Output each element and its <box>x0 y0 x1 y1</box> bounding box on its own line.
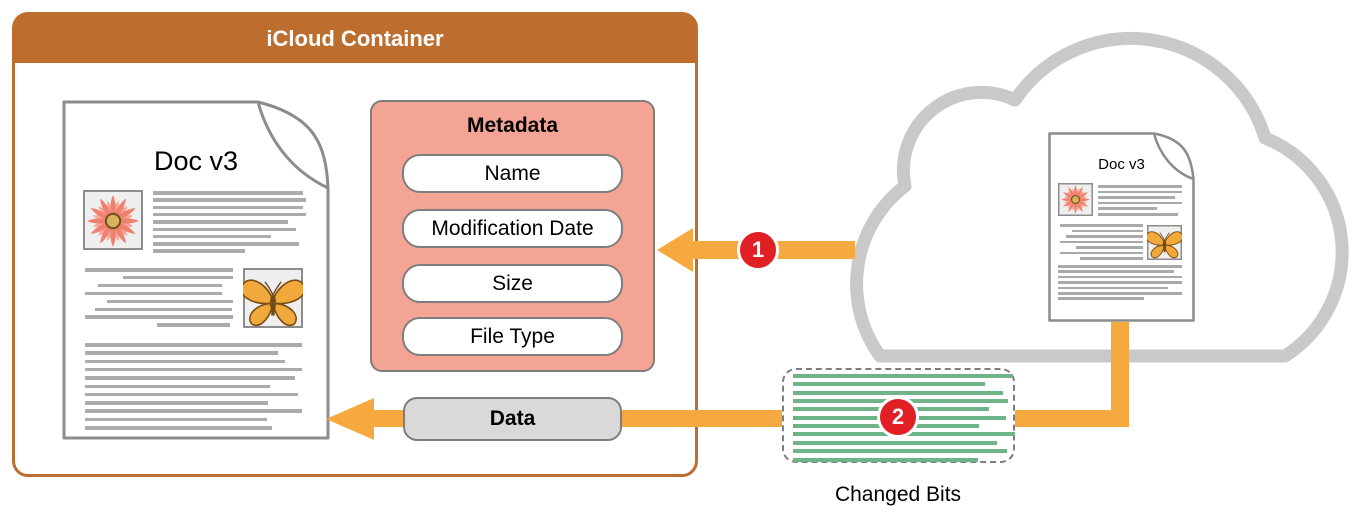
flower-image <box>83 190 143 250</box>
cloud-connector-vertical <box>1111 322 1129 427</box>
metadata-field-name: Name <box>402 154 623 193</box>
metadata-field-size: Size <box>402 264 623 303</box>
arrow-left-icon <box>326 398 374 440</box>
metadata-field-modification-date: Modification Date <box>402 209 623 248</box>
step-1-badge: 1 <box>737 229 779 271</box>
metadata-box: Metadata Name Modification Date Size Fil… <box>370 100 655 372</box>
local-document-title: Doc v3 <box>153 146 239 176</box>
cloud-document-title: Doc v3 <box>1098 156 1145 173</box>
icloud-container-header <box>15 15 695 63</box>
flower-image-small <box>1058 183 1093 216</box>
changed-bits-label: Changed Bits <box>834 483 962 506</box>
butterfly-image <box>243 268 303 328</box>
icloud-container-title: iCloud Container <box>266 26 444 51</box>
cloud-document-page <box>1048 132 1195 322</box>
metadata-field-file-type: File Type <box>402 317 623 356</box>
step-2-badge: 2 <box>877 396 919 438</box>
data-pill: Data <box>403 397 622 441</box>
arrow-left-icon <box>657 228 693 272</box>
metadata-title: Metadata <box>466 114 559 137</box>
butterfly-image-small <box>1147 225 1182 260</box>
